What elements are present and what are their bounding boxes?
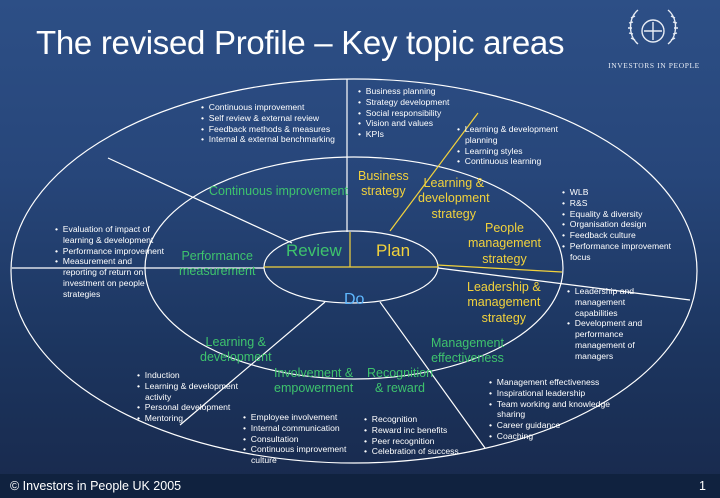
divider-upper-left <box>107 157 293 244</box>
list-item: Consultation <box>243 434 351 445</box>
business-strategy-label: Business strategy <box>358 169 409 199</box>
list-item: Continuous learning <box>457 156 569 167</box>
list-item: Internal communication <box>243 423 351 434</box>
divider-plan-right <box>436 264 563 273</box>
list-item: Team working and knowledge sharing <box>489 399 614 421</box>
list-item: KPIs <box>358 129 468 140</box>
people-management-strategy-list: WLBR&SEquality & diversityOrganisation d… <box>562 187 682 263</box>
recognition-reward-list: RecognitionReward inc benefitsPeer recog… <box>364 414 474 457</box>
list-item: Strategy development <box>358 97 468 108</box>
list-item: Measurement and reporting of return on i… <box>55 256 165 299</box>
management-effectiveness-list: Management effectivenessInspirational le… <box>489 377 614 442</box>
list-item: Self review & external review <box>201 113 351 124</box>
investors-in-people-logo-icon <box>628 9 678 45</box>
list-item: Performance improvement focus <box>562 241 682 263</box>
list-item: Performance improvement <box>55 246 165 257</box>
outer-ring <box>10 78 698 464</box>
learning-development-strategy-list: Learning & development planningLearning … <box>457 124 569 167</box>
list-item: Feedback culture <box>562 230 682 241</box>
performance-measurement-label: Performance measurement <box>179 249 256 279</box>
continuous-improvement-label: Continuous improvement <box>209 184 348 198</box>
people-management-strategy-label: People management strategy <box>468 221 541 266</box>
list-item: Mentoring <box>137 413 242 424</box>
page-title: The revised Profile – Key topic areas <box>36 24 565 61</box>
copyright-text: © Investors in People UK 2005 <box>10 479 182 493</box>
list-item: Management effectiveness <box>489 377 614 388</box>
learning-development-strategy-label: Learning & development strategy <box>418 176 490 221</box>
recognition-reward-label: Recognition & reward <box>367 366 434 396</box>
list-item: Peer recognition <box>364 436 474 447</box>
do-label: Do <box>344 291 365 308</box>
list-item: Learning & development activity <box>137 381 242 403</box>
list-item: Employee involvement <box>243 412 351 423</box>
logo-text: INVESTORS IN PEOPLE <box>608 61 700 70</box>
list-item: Organisation design <box>562 219 682 230</box>
list-item: Social responsibility <box>358 108 468 119</box>
footer-bar: © Investors in People UK 2005 1 <box>0 474 720 498</box>
involvement-empowerment-label: Involvement & empowerment <box>274 366 354 396</box>
list-item: Inspirational leadership <box>489 388 614 399</box>
list-item: Vision and values <box>358 118 468 129</box>
list-item: Learning & development planning <box>457 124 569 146</box>
list-item: Business planning <box>358 86 468 97</box>
performance-measurement-list: Evaluation of impact of learning & devel… <box>55 224 165 300</box>
leadership-management-strategy-label: Leadership & management strategy <box>467 280 541 325</box>
list-item: Recognition <box>364 414 474 425</box>
list-item: Career guidance <box>489 420 614 431</box>
list-item: Evaluation of impact of learning & devel… <box>55 224 165 246</box>
list-item: Induction <box>137 370 242 381</box>
list-item: Continuous improvement culture <box>243 444 351 466</box>
list-item: Continuous improvement <box>201 102 351 113</box>
list-item: Reward inc benefits <box>364 425 474 436</box>
business-strategy-list: Business planningStrategy developmentSoc… <box>358 86 468 140</box>
list-item: R&S <box>562 198 682 209</box>
plan-label: Plan <box>376 241 411 260</box>
management-effectiveness-label: Management effectiveness <box>431 336 504 366</box>
list-item: Celebration of success <box>364 446 474 457</box>
learning-development-label: Learning & development <box>200 335 272 365</box>
review-label: Review <box>286 241 342 260</box>
list-item: Feedback methods & measures <box>201 124 351 135</box>
continuous-improvement-list: Continuous improvementSelf review & exte… <box>201 102 351 145</box>
list-item: Equality & diversity <box>562 209 682 220</box>
list-item: Learning styles <box>457 146 569 157</box>
list-item: Development and performance management o… <box>567 318 667 361</box>
learning-development-list: InductionLearning & development activity… <box>137 370 242 424</box>
list-item: Leadership and management capabilities <box>567 286 667 318</box>
list-item: Coaching <box>489 431 614 442</box>
page-number: 1 <box>699 479 706 493</box>
list-item: Internal & external benchmarking <box>201 134 351 145</box>
leadership-management-strategy-list: Leadership and management capabilitiesDe… <box>567 286 667 362</box>
list-item: Personal development <box>137 402 242 413</box>
involvement-empowerment-list: Employee involvementInternal communicati… <box>243 412 351 466</box>
list-item: WLB <box>562 187 682 198</box>
